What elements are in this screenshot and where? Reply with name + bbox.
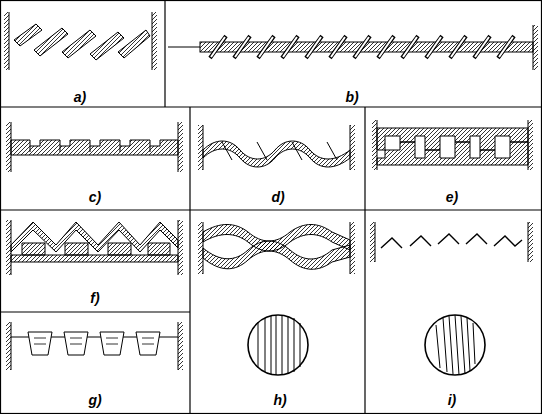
panel-label: f): [89, 290, 100, 306]
zigzag-joint: [11, 222, 178, 262]
twisted-strands: [203, 141, 350, 167]
key-joint: [377, 128, 528, 165]
panel-label: g): [87, 392, 102, 408]
wavy-joint: [203, 225, 350, 270]
section-circle: [425, 315, 485, 375]
panel-label: i): [447, 392, 458, 408]
chevron-joint: [381, 234, 522, 248]
stepped-lap: [11, 140, 178, 155]
panel-label: b): [344, 89, 359, 105]
slanted-bars: [14, 24, 150, 60]
panel-label: a): [73, 89, 87, 105]
section-circle: [248, 315, 308, 375]
dovetail-joint: [11, 332, 178, 355]
panel-label: d): [270, 189, 285, 205]
panel-label: c): [88, 189, 102, 205]
spliced-rod: [168, 36, 533, 58]
panel-label: e): [445, 189, 459, 205]
panel-label: h): [272, 392, 287, 408]
